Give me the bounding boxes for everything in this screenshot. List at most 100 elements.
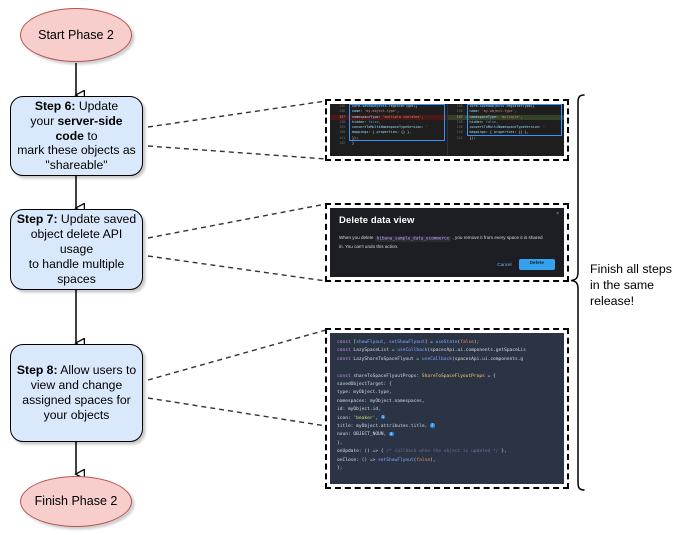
- code-line: type: myObject.type,: [337, 390, 392, 396]
- diff-line: 141});: [448, 136, 565, 141]
- diff-line-code: });: [469, 135, 476, 140]
- tsx-code-viewer[interactable]: const [showFlyout, setShowFlyout] = useS…: [330, 333, 564, 484]
- diff-line-code: name: 'my-object-type',: [469, 109, 517, 114]
- code-line: icon: 'beaker', 1: [337, 414, 386, 421]
- diff-line-number: 140: [456, 130, 463, 135]
- diff-line-code: });: [352, 135, 359, 140]
- diff-line: 140 mappings: { properties: {} },: [330, 130, 447, 135]
- delete-button[interactable]: Delete: [518, 258, 555, 270]
- diff-line-code: namespaceType: 'multiple-isolated',: [352, 114, 424, 119]
- diff-line: 140 mappings: { properties: {} },: [448, 130, 565, 135]
- dialog-title: Delete data view: [339, 215, 415, 226]
- dialog-actions: Cancel Delete: [497, 258, 555, 270]
- release-annotation-line1: Finish all steps: [590, 262, 672, 276]
- diff-line-number: 139: [339, 125, 345, 130]
- start-node: Start Phase 2: [20, 8, 132, 62]
- diff-line: 137- namespaceType: 'multiple-isolated',: [330, 114, 447, 120]
- diff-line-code: mappings: { properties: {} },: [469, 130, 529, 135]
- release-annotation-line3: release!: [590, 293, 635, 308]
- diff-line: 138 hidden: false,: [448, 120, 565, 125]
- cancel-button[interactable]: Cancel: [497, 261, 512, 267]
- diff-line-number: 142: [339, 141, 345, 146]
- step-6-line4: "shareable": [45, 158, 108, 173]
- code-line: const LazySpaceList = useCallback(spaces…: [337, 348, 526, 354]
- diff-line: 139 convertToMultiNamespaceTypeVersion: …: [448, 125, 565, 130]
- release-annotation-line2: in the same: [590, 277, 655, 292]
- diff-line-number: 137: [339, 114, 345, 119]
- step-6-node: Step 6: Update your server-side code to …: [10, 96, 143, 176]
- code-line: onUpdate: () => { /* callback when the o…: [337, 449, 507, 455]
- delete-modal-frame: × Delete data view When you delete kiban…: [325, 203, 569, 282]
- diff-line-number: 136: [339, 109, 345, 114]
- code-line: id: myObject.id,: [337, 407, 381, 413]
- diff-line: 141});: [330, 136, 447, 141]
- step-8-line4: your objects: [43, 407, 110, 422]
- diff-line-number: 137: [456, 114, 463, 119]
- step-6-line2-bold: server-side code: [55, 113, 123, 143]
- step-6-text: Step 6: Update your server-side code to …: [16, 99, 137, 173]
- data-view-name-chip: kibana_sample_data_ecommerce: [374, 235, 452, 242]
- diff-line: 138 hidden: false,: [330, 120, 447, 125]
- code-line: title: myObject.attributes.title, 2: [337, 423, 435, 430]
- tsx-screenshot-frame: const [showFlyout, setShowFlyout] = useS…: [325, 328, 569, 489]
- finish-node: Finish Phase 2: [20, 476, 132, 527]
- code-line: const [showFlyout, setShowFlyout] = useS…: [337, 340, 480, 345]
- diff-line-number: 136: [339, 104, 345, 108]
- close-icon[interactable]: ×: [556, 211, 559, 217]
- step-8-text: Step 8: Allow users to view and change a…: [16, 363, 137, 423]
- code-line: onClose: () => setShowFlyout(false),: [337, 457, 436, 463]
- step-7-text: Step 7: Update saved object delete API u…: [16, 212, 137, 286]
- code-line: };: [337, 466, 343, 472]
- diff-line-number: 140: [339, 130, 345, 135]
- code-line: savedObjectTarget: {: [337, 382, 392, 388]
- callout-badge: 1: [380, 414, 386, 420]
- release-annotation: Finish all steps in the same release!: [590, 262, 688, 310]
- diff-line-code: namespaceType: 'multiple',: [469, 114, 523, 119]
- code-line: const shareToSpaceFlyoutProps: ShareToSp…: [337, 373, 496, 379]
- diff-line-number: 138: [456, 119, 463, 124]
- code-line: },: [337, 440, 343, 446]
- diff-line-number: 136: [456, 109, 463, 114]
- diff-line: 142}: [330, 141, 447, 146]
- step-8-line2: view and change: [30, 378, 123, 393]
- tsx-screenshot-body: const [showFlyout, setShowFlyout] = useS…: [330, 333, 564, 484]
- delete-modal-body: × Delete data view When you delete kiban…: [330, 208, 564, 277]
- diff-line-number: 138: [339, 119, 345, 124]
- step-6-label: Step 6:: [34, 98, 76, 113]
- diff-line-code: convertToMultiNamespaceTypeVersion: ': [469, 125, 546, 130]
- diff-line-number: 141: [339, 135, 345, 140]
- step-6-line3: mark these objects as: [17, 143, 136, 158]
- delete-data-view-dialog: × Delete data view When you delete kiban…: [330, 208, 564, 277]
- diff-line-code: mappings: { properties: {} },: [352, 130, 412, 135]
- diff-line-number: 136: [456, 104, 463, 108]
- dialog-message-post: , you remove it from every space it is s…: [339, 235, 543, 249]
- diff-line-code: name: 'my-object-type',: [352, 109, 399, 114]
- dialog-message: When you delete kibana_sample_data_ecomm…: [339, 234, 544, 251]
- start-node-label: Start Phase 2: [38, 27, 114, 42]
- step-8-line1: Allow users to: [57, 363, 137, 378]
- diff-line: 136 name: 'my-object-type',: [330, 109, 447, 114]
- diff-line: 137+ namespaceType: 'multiple',: [447, 114, 564, 120]
- step-7-line2: object delete API usage: [30, 227, 123, 257]
- diff-line: 139 convertToMultiNamespaceTypeVersion: …: [330, 125, 447, 130]
- step-7-line3: to handle multiple spaces: [28, 256, 125, 286]
- step-8-line3: assigned spaces for: [22, 393, 131, 407]
- diff-line-code: }: [352, 141, 355, 146]
- callout-badge: 3: [389, 431, 394, 437]
- diff-line-code: hidden: false,: [352, 119, 381, 124]
- code-line: noun: OBJECT_NOUN, 3: [337, 431, 394, 438]
- diff-line-code: hidden: false,: [469, 119, 499, 124]
- step-7-line1: Update saved: [57, 212, 137, 227]
- finish-node-label: Finish Phase 2: [34, 494, 118, 508]
- diff-line-number: 141: [456, 135, 463, 140]
- step-6-line2-pre: your: [30, 113, 58, 128]
- step-6-line2-post: to: [83, 128, 98, 143]
- code-line: [337, 364, 558, 372]
- step-8-label: Step 8:: [16, 363, 58, 378]
